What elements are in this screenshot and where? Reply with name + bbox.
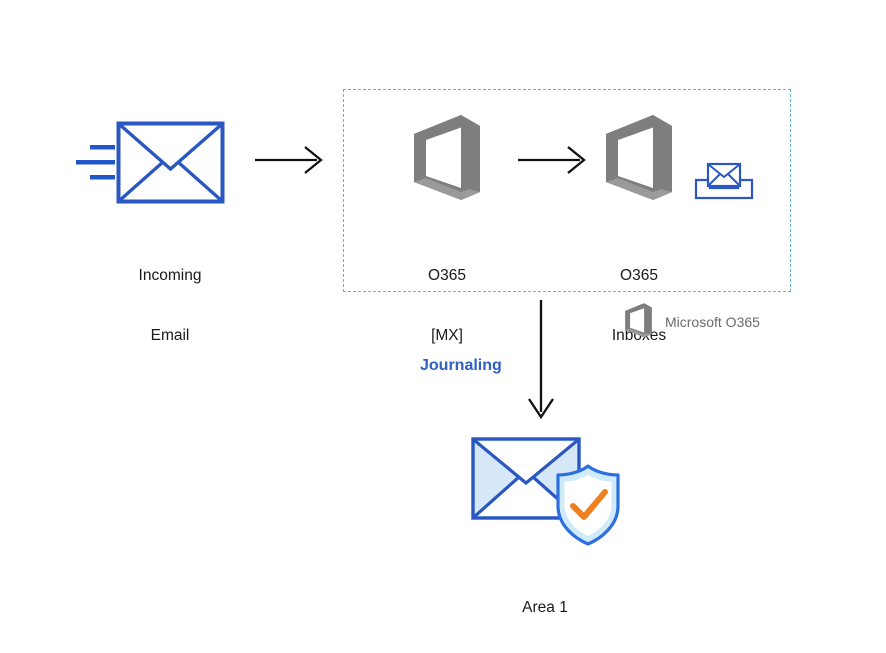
o365-mx-office365-logo-icon (406, 112, 488, 204)
legend-office365-logo-icon (622, 301, 655, 340)
inbox-tray-envelope-icon (694, 158, 754, 202)
o365-inboxes-office365-logo-icon (598, 112, 680, 204)
arrow-right-icon (518, 143, 588, 177)
incoming-email-label-line1: Incoming (138, 267, 202, 284)
secure-email-shield-icon (470, 436, 635, 546)
o365-inboxes-label-line1: O365 (620, 267, 658, 284)
o365-inboxes-label-line2: Inboxes (611, 327, 667, 344)
o365-mx-label: O365 [MX] (377, 226, 517, 386)
legend-label: Microsoft O365 (665, 314, 760, 330)
microsoft-o365-boundary-box (343, 89, 791, 292)
area1-label: Area 1 email security (470, 558, 620, 653)
o365-mx-label-line2: [MX] (431, 327, 463, 344)
journaling-label: Journaling (420, 357, 502, 374)
incoming-email-label: Incoming Email (100, 226, 240, 386)
envelope-icon (116, 121, 225, 204)
o365-inboxes-label: O365 Inboxes (569, 226, 709, 386)
incoming-email-label-line2: Email (150, 327, 190, 344)
o365-mx-label-line1: O365 (428, 267, 466, 284)
arrow-down-icon (524, 300, 558, 420)
incoming-email-motion-lines (76, 140, 122, 186)
arrow-right-icon (255, 143, 325, 177)
area1-label-line1: Area 1 (522, 599, 568, 616)
